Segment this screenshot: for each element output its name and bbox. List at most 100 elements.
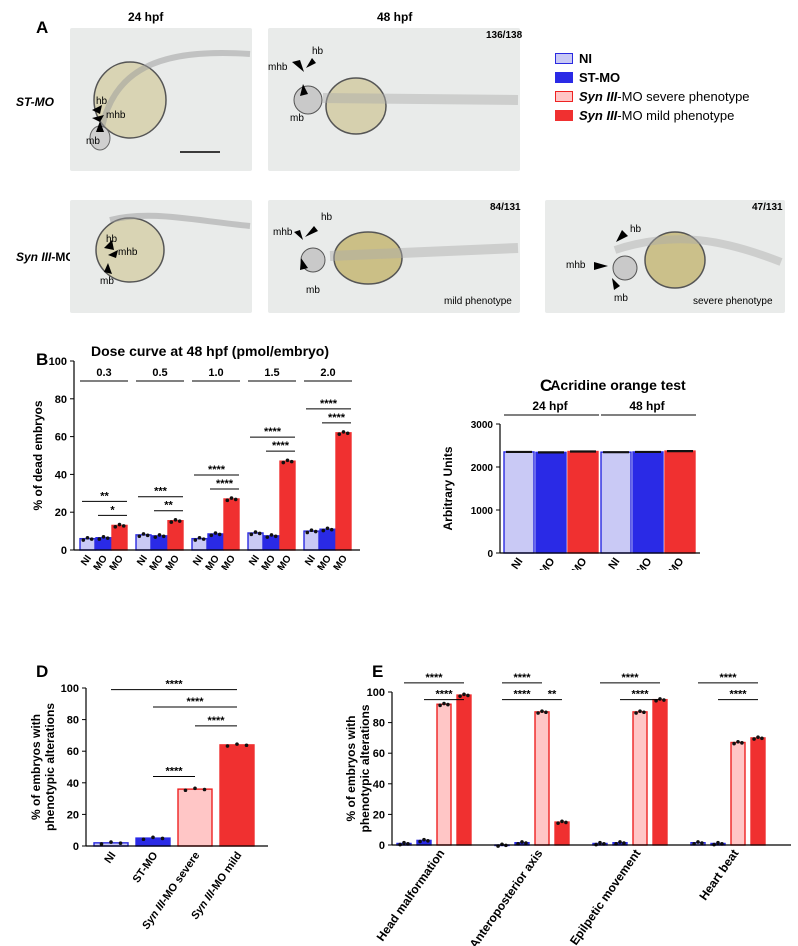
significance-label: ** <box>548 689 557 701</box>
arrow-markers <box>92 58 628 290</box>
embryo-drawing <box>89 50 251 151</box>
group-label: 2.0 <box>320 367 335 379</box>
group-label: 1.0 <box>208 367 223 379</box>
group-label: 0.3 <box>96 367 111 379</box>
bar <box>652 698 668 846</box>
y-axis-label-line: % of dead embryos <box>31 400 45 510</box>
x-tick-label-rest: -MO <box>162 553 182 570</box>
x-tick-label: Heart beat <box>696 847 741 903</box>
y-tick-label: 0 <box>61 545 67 557</box>
data-point <box>121 524 126 528</box>
legend-item: ST-MO <box>555 70 620 85</box>
embryo-image-syn-48-severe <box>545 200 785 313</box>
chart-title: Dose curve at 48 hpf (pmol/embryo) <box>91 343 329 359</box>
legend-item: Syn III-MO mild phenotype <box>555 108 734 123</box>
data-point <box>235 742 239 746</box>
y-tick-label: 80 <box>67 715 79 727</box>
group-label: 24 hpf <box>532 399 568 413</box>
significance-label: **** <box>513 672 531 684</box>
data-point <box>446 702 450 707</box>
data-point <box>458 694 462 698</box>
y-tick-label: 20 <box>67 809 79 821</box>
label-mhb: mhb <box>118 247 138 258</box>
bar <box>167 520 184 551</box>
data-point <box>309 528 314 532</box>
data-point <box>622 841 626 845</box>
data-point <box>193 538 198 542</box>
bar <box>632 711 648 846</box>
count-syn-severe: 47/131 <box>752 202 783 213</box>
label-hb: hb <box>96 96 108 107</box>
data-point <box>313 529 318 534</box>
significance-label: *** <box>154 486 168 498</box>
panel-letter-b: B <box>36 350 49 369</box>
chart-b-dose-curve: Dose curve at 48 hpf (pmol/embryo)020406… <box>31 343 360 570</box>
data-point <box>618 840 622 844</box>
y-tick-label: 60 <box>67 746 79 758</box>
significance-label: **** <box>216 478 234 490</box>
legend-swatch <box>555 110 573 121</box>
label-severe-phenotype: severe phenotype <box>693 296 773 307</box>
data-point <box>716 840 720 845</box>
y-axis-label: % of embryos withphenotypic alterations <box>29 703 57 831</box>
data-point <box>736 739 740 744</box>
y-tick-label: 20 <box>373 809 385 821</box>
label-mb: mb <box>86 136 100 147</box>
data-point <box>752 737 756 741</box>
data-point <box>193 786 197 791</box>
panel-letter-c: C <box>540 376 553 395</box>
data-point <box>638 709 642 713</box>
data-point <box>183 788 188 793</box>
data-point <box>544 710 548 715</box>
y-tick-label: 0 <box>487 549 493 560</box>
bar <box>177 788 213 847</box>
label-mhb: mhb <box>566 260 586 271</box>
significance-label: **** <box>631 689 649 701</box>
significance-label: **** <box>272 440 290 452</box>
x-tick-label-rest: -MO <box>274 553 294 570</box>
data-point <box>337 432 342 436</box>
significance-label: **** <box>719 672 737 684</box>
data-point <box>269 533 274 537</box>
x-tick-label: Anteroposterior axis <box>467 846 546 946</box>
bar <box>535 451 567 554</box>
data-point <box>244 743 249 748</box>
data-point <box>564 820 568 825</box>
data-point <box>209 533 214 538</box>
legend-swatch <box>555 91 573 102</box>
label-mhb: mhb <box>273 227 293 238</box>
data-point <box>305 530 310 535</box>
x-tick-label: Head malformation <box>374 847 448 944</box>
data-point <box>97 537 102 541</box>
bar <box>223 498 240 551</box>
data-point <box>273 534 278 539</box>
x-tick-label: ST-MO <box>528 555 558 570</box>
bar <box>554 821 570 846</box>
label-mhb: mhb <box>268 62 288 73</box>
col-header-24hpf: 24 hpf <box>128 10 164 24</box>
data-point <box>99 842 104 846</box>
data-point <box>233 497 238 502</box>
data-point <box>217 532 222 537</box>
data-point <box>265 535 270 539</box>
y-tick-label: 80 <box>373 718 385 730</box>
data-point <box>89 537 94 541</box>
legend-item: Syn III-MO severe phenotype <box>555 89 750 104</box>
bar <box>750 737 766 846</box>
significance-label: **** <box>165 765 183 777</box>
data-point <box>466 693 470 698</box>
data-point <box>213 531 218 535</box>
legend-swatch <box>555 72 573 83</box>
y-axis-label: Arbitrary Units <box>441 446 455 530</box>
data-point <box>249 532 254 537</box>
data-point <box>634 711 638 715</box>
y-tick-label: 100 <box>61 683 79 695</box>
label-mb: mb <box>614 293 628 304</box>
data-point <box>732 741 736 746</box>
bar <box>111 524 128 551</box>
data-point <box>540 709 544 713</box>
data-point <box>197 535 202 540</box>
y-axis-label-line: % of embryos with <box>29 714 43 820</box>
data-point <box>345 431 350 436</box>
